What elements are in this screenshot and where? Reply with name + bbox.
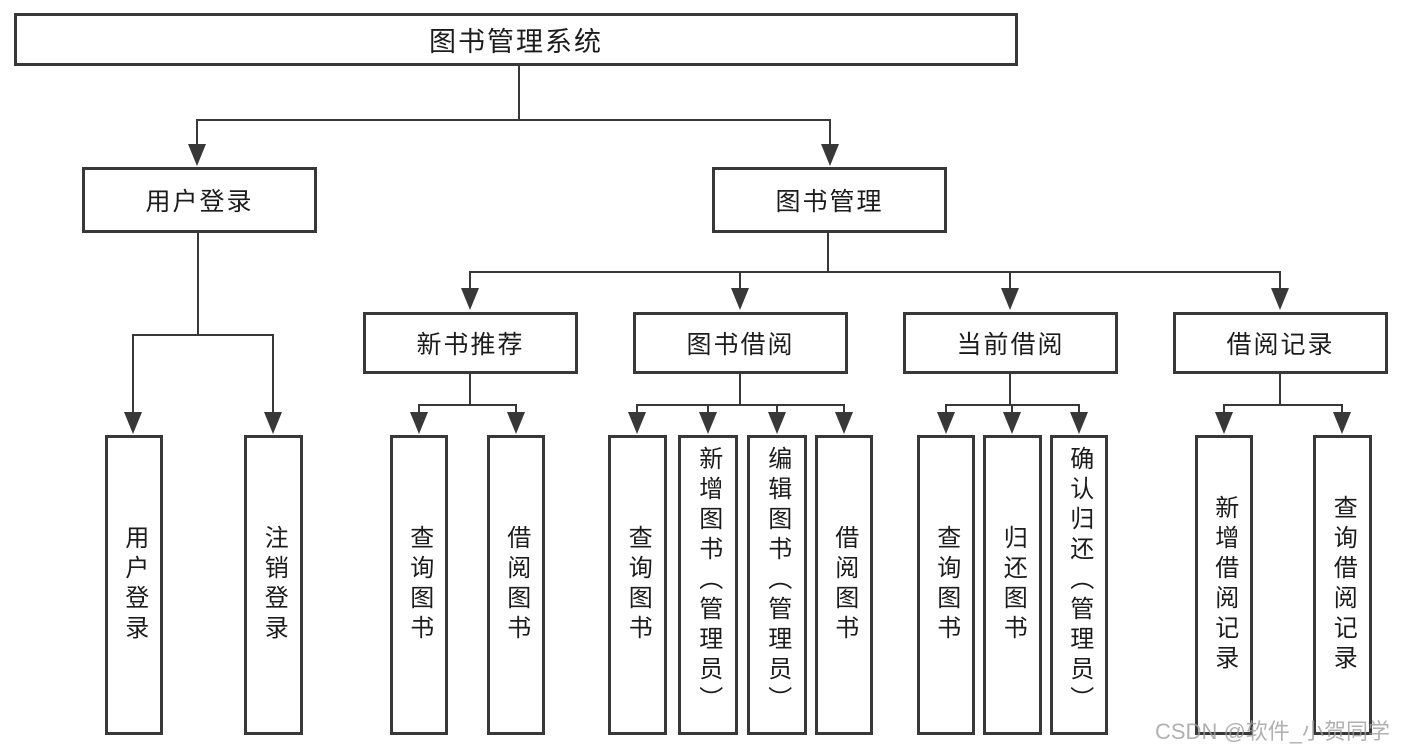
connector-line [418,404,420,416]
connector-line [132,334,274,336]
node-label: 图书借阅 [686,331,795,359]
node-label: 归还图书 [999,525,1027,645]
arrow-down-icon [1271,288,1289,310]
node-label: 注销登录 [260,525,288,645]
node-borrow-records: 借阅记录 [1173,312,1388,374]
connector-line [843,404,845,416]
connector-line [197,233,199,336]
node-label: 查询借阅记录 [1329,495,1357,675]
leaf-query-books-1: 查询图书 [390,435,448,735]
connector-line [707,404,709,416]
connector-line [1078,404,1080,416]
leaf-add-borrow-record: 新增借阅记录 [1195,435,1253,735]
node-label: 查询图书 [405,525,433,645]
node-label: 借阅图书 [830,525,858,645]
node-label: 查询图书 [624,525,652,645]
connector-line [1009,374,1011,406]
arrow-down-icon [1215,412,1233,434]
arrow-down-icon [410,412,428,434]
arrow-down-icon [507,412,525,434]
connector-line [827,233,829,273]
leaf-query-borrow-record: 查询借阅记录 [1313,435,1372,735]
leaf-borrow-books-2: 借阅图书 [815,435,873,735]
leaf-user-login: 用户登录 [105,435,163,735]
node-current-borrow: 当前借阅 [903,312,1118,374]
watermark: CSDN @软件_小贺同学 [1155,719,1391,744]
arrow-down-icon [699,412,717,434]
node-book-borrow: 图书借阅 [633,312,848,374]
leaf-query-books-2: 查询图书 [608,435,667,735]
node-label: 新书推荐 [416,331,525,359]
node-label: 当前借阅 [956,331,1065,359]
connector-line [829,119,831,148]
connector-line [469,374,471,406]
node-label: 编辑图书（管理员） [763,446,791,716]
arrow-down-icon [188,144,206,166]
arrow-down-icon [1001,288,1019,310]
connector-line [518,64,520,121]
arrow-down-icon [821,144,839,166]
node-label: 新增借阅记录 [1210,495,1238,675]
connector-line [196,119,198,148]
connector-line [1279,374,1281,406]
arrow-down-icon [124,412,142,434]
connector-line [515,404,517,416]
arrow-down-icon [461,288,479,310]
connector-line [1341,404,1343,416]
node-book-management: 图书管理 [712,167,947,233]
connector-line [739,271,741,289]
connector-line [132,334,134,414]
connector-line [636,404,638,416]
connector-line [636,404,844,406]
connector-line [469,271,471,289]
connector-line [1011,404,1013,416]
leaf-borrow-books-1: 借阅图书 [487,435,545,735]
arrow-down-icon [835,412,853,434]
connector-line [776,404,778,416]
connector-line [418,404,517,406]
connector-line [1279,271,1281,289]
node-label: 新增图书（管理员） [694,446,722,716]
node-label: 借阅图书 [502,525,530,645]
leaf-logout-login: 注销登录 [244,435,303,735]
node-label: 图书管理 [775,188,884,216]
connector-line [469,271,1281,273]
arrow-down-icon [1333,412,1351,434]
node-root: 图书管理系统 [14,13,1018,66]
node-label: 借阅记录 [1226,331,1335,359]
leaf-add-book-admin: 新增图书（管理员） [678,435,738,735]
arrow-down-icon [768,412,786,434]
connector-line [1223,404,1225,416]
connector-line [739,374,741,406]
arrow-down-icon [937,412,955,434]
node-label: 图书管理系统 [429,27,603,57]
arrow-down-icon [628,412,646,434]
node-label: 用户登录 [145,188,254,216]
leaf-edit-book-admin: 编辑图书（管理员） [747,435,807,735]
leaf-return-books: 归还图书 [983,435,1042,735]
connector-line [945,404,947,416]
node-label: 确认归还（管理员） [1065,446,1093,716]
connector-line [272,334,274,414]
arrow-down-icon [1003,412,1021,434]
connector-line [1009,271,1011,289]
node-label: 查询图书 [932,525,960,645]
leaf-query-books-3: 查询图书 [917,435,975,735]
arrow-down-icon [731,288,749,310]
connector-line [1223,404,1343,406]
node-new-book-recommend: 新书推荐 [363,312,578,374]
leaf-confirm-return-admin: 确认归还（管理员） [1050,435,1108,735]
node-label: 用户登录 [120,525,148,645]
arrow-down-icon [1070,412,1088,434]
arrow-down-icon [264,412,282,434]
node-user-login: 用户登录 [82,167,317,233]
connector-line [196,119,831,121]
